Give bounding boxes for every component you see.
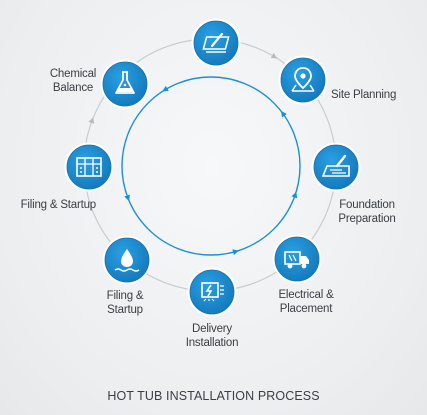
step-label-foundation-preparation: Foundation Preparation — [338, 199, 396, 225]
process-step-node — [102, 235, 152, 285]
control-panel-icon — [76, 157, 102, 177]
process-step-node — [100, 59, 150, 109]
chemical-flask-icon — [115, 71, 135, 94]
blueprint-drafting-icon — [202, 32, 230, 53]
step-label-delivery-installation: Delivery Installation — [185, 323, 239, 349]
step-label-filing-startup-left: Filing & Startup — [20, 199, 97, 211]
step-label-chemical-balance: Chemical Balance — [49, 68, 97, 94]
process-step-node — [278, 55, 328, 105]
foundation-trowel-icon — [321, 154, 350, 177]
map-pin-icon — [291, 67, 315, 92]
diagram-caption: HOT TUB INSTALLATION PROCESS — [107, 389, 320, 403]
delivery-truck-icon — [284, 251, 309, 269]
step-label-electrical-placement: Electrical & Placement — [278, 289, 334, 315]
process-step-node — [272, 234, 322, 284]
water-drop-icon — [114, 249, 140, 272]
electrical-panel-icon — [201, 282, 224, 302]
process-step-node — [311, 142, 361, 192]
inner-ring — [121, 76, 301, 256]
step-label-site-planning: Site Planning — [331, 89, 397, 101]
step-label-filing-startup: Filing & Startup — [106, 290, 144, 316]
process-step-node — [64, 142, 114, 192]
process-step-node — [187, 267, 237, 317]
process-step-node — [191, 18, 241, 68]
